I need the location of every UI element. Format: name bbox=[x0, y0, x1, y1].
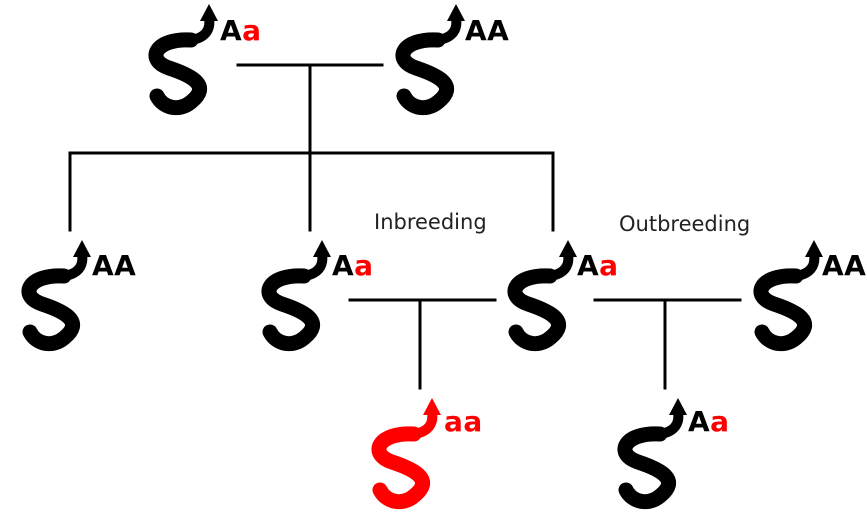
snake-icon bbox=[358, 398, 448, 512]
parent-2-genotype: AA bbox=[465, 14, 510, 47]
inbred-offspring-genotype: aa bbox=[444, 405, 483, 438]
child-2-genotype: Aa bbox=[332, 249, 374, 282]
parent-1-genotype: Aa bbox=[220, 14, 262, 47]
child-3-genotype: Aa bbox=[577, 249, 619, 282]
snake-icon bbox=[740, 240, 830, 358]
outsider-genotype: AA bbox=[822, 249, 867, 282]
inbreeding-label: Inbreeding bbox=[374, 210, 487, 234]
snake-icon bbox=[494, 240, 584, 358]
child-1-genotype: AA bbox=[92, 249, 137, 282]
snake-icon bbox=[248, 240, 338, 358]
outbred-offspring-genotype: Aa bbox=[688, 405, 730, 438]
snake-icon bbox=[382, 4, 472, 122]
outbreeding-label: Outbreeding bbox=[619, 212, 751, 236]
snake-icon bbox=[604, 398, 694, 512]
snake-icon bbox=[8, 240, 98, 358]
snake-icon bbox=[135, 4, 225, 122]
